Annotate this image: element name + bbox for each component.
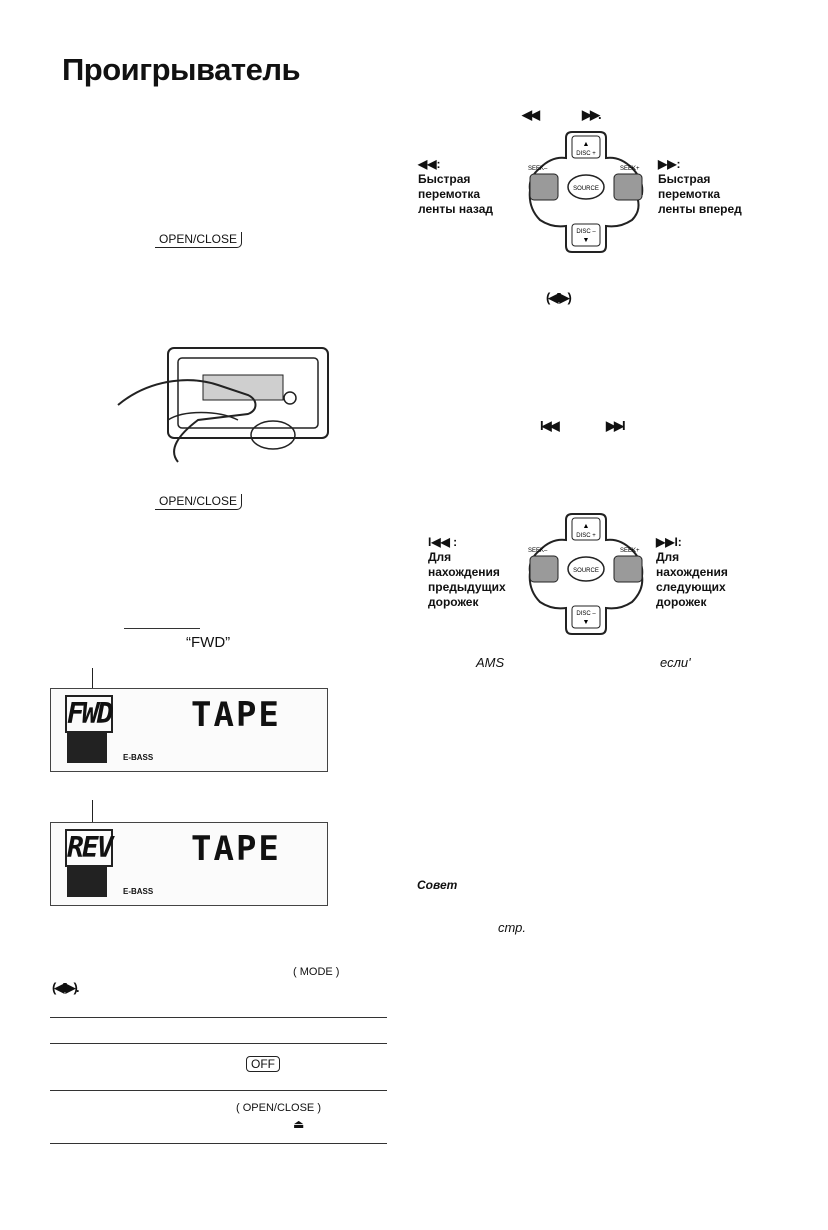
svg-text:▼: ▼ — [583, 237, 590, 244]
tape-icon — [67, 867, 107, 897]
fwd-text: “FWD” — [186, 634, 231, 651]
esli-text: если' — [660, 655, 691, 670]
tape-display-fwd: FWD TAPE E-BASS — [50, 688, 328, 772]
tape-icon — [67, 733, 107, 763]
underline-mark — [124, 628, 200, 629]
next-track-symbol: ▶▶I — [606, 418, 626, 433]
svg-text:DISC –: DISC – — [576, 611, 596, 617]
fast-forward-symbol: ▶▶. — [582, 107, 602, 122]
table-rule — [50, 1143, 387, 1144]
svg-text:SEEK+: SEEK+ — [620, 166, 640, 172]
eject-icon: ⏏ — [293, 1117, 305, 1131]
svg-text:DISC +: DISC + — [576, 533, 596, 539]
tape-display-rev: REV TAPE E-BASS — [50, 822, 328, 906]
control-pad-2: ▲ DISC + DISC – ▼ SOURCE SEEK– SEEK+ — [528, 513, 644, 635]
open-close-key-3: ( OPEN/CLOSE ) — [236, 1102, 321, 1114]
eq-indicator: E-BASS — [123, 753, 154, 762]
table-rule — [50, 1017, 387, 1018]
source-indicator: TAPE — [191, 829, 281, 869]
prev-track-label: I◀◀ : Для нахождения предыдущих дорожек — [428, 535, 506, 609]
open-close-key-2: OPEN/CLOSE — [155, 494, 243, 510]
reverse-symbol-right: (◀II▶) — [546, 290, 572, 305]
tip-heading: Совет — [417, 878, 458, 892]
ams-text: AMS — [476, 655, 505, 670]
control-pad-1: ▲ DISC + DISC – ▼ SOURCE SEEK– SEEK+ — [528, 131, 644, 253]
mode-key: ( MODE ) — [293, 966, 340, 978]
mode-indicator: FWD — [65, 695, 114, 733]
svg-text:▼: ▼ — [583, 619, 590, 626]
svg-text:▲: ▲ — [583, 141, 590, 148]
svg-text:DISC +: DISC + — [576, 151, 596, 157]
reverse-symbol: (◀II▶). — [52, 980, 79, 995]
rewind-symbol: ◀◀ — [522, 107, 540, 122]
rewind-label: ◀◀: Быстрая перемотка ленты назад — [418, 157, 494, 216]
off-key: OFF — [246, 1056, 280, 1072]
svg-text:DISC –: DISC – — [576, 229, 596, 235]
svg-text:SOURCE: SOURCE — [573, 568, 599, 574]
svg-text:▲: ▲ — [583, 523, 590, 530]
prev-track-symbol: I◀◀ — [540, 418, 560, 433]
mode-indicator: REV — [65, 829, 114, 867]
pointer-line — [92, 668, 93, 690]
svg-text:SEEK–: SEEK– — [528, 166, 548, 172]
svg-text:SEEK+: SEEK+ — [620, 548, 640, 554]
source-indicator: TAPE — [191, 695, 281, 735]
table-rule — [50, 1043, 387, 1044]
cassette-insert-illustration — [117, 347, 329, 463]
table-rule — [50, 1090, 387, 1091]
page-title: Проигрыватель — [62, 52, 301, 87]
svg-text:SEEK–: SEEK– — [528, 548, 548, 554]
open-close-key-1: OPEN/CLOSE — [155, 232, 243, 248]
svg-text:SOURCE: SOURCE — [573, 186, 599, 192]
next-track-label: ▶▶I: Для нахождения следующих дорожек — [656, 535, 728, 609]
eq-indicator: E-BASS — [123, 887, 154, 896]
page-ref: стр. — [498, 920, 527, 935]
pointer-line — [92, 800, 93, 822]
fast-forward-label: ▶▶: Быстрая перемотка ленты вперед — [658, 157, 742, 216]
